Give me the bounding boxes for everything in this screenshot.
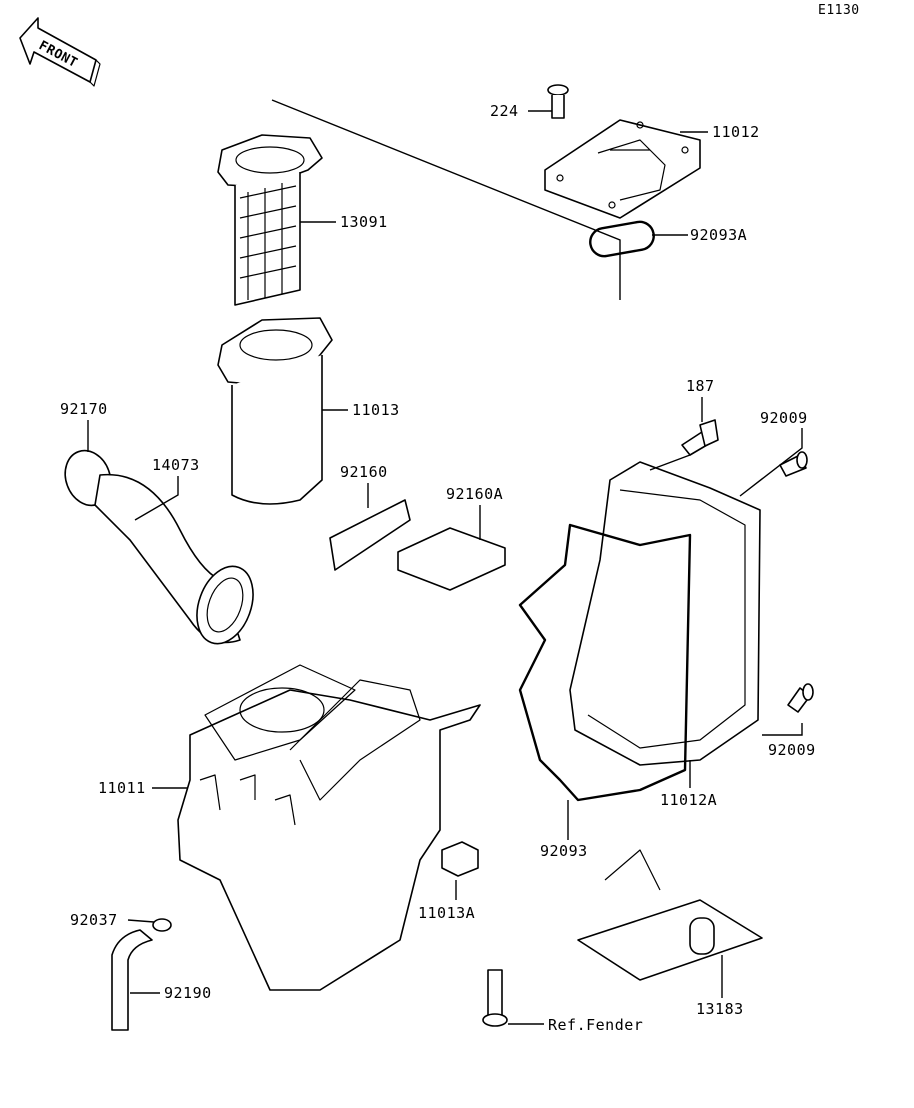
label-92009-lower: 92009 — [768, 741, 816, 759]
side-cover — [569, 461, 761, 766]
label-92009-upper: 92009 — [760, 409, 808, 427]
label-92160: 92160 — [340, 463, 388, 481]
label-11011: 11011 — [98, 779, 146, 797]
label-92037: 92037 — [70, 911, 118, 929]
label-92190: 92190 — [164, 984, 212, 1002]
fender-bolt — [482, 969, 508, 1027]
label-224: 224 — [490, 102, 519, 120]
filter-clip — [441, 841, 479, 877]
seal-ring — [589, 220, 655, 258]
front-arrow-icon: FRONT — [19, 17, 101, 87]
foam-pad-92160A — [397, 527, 506, 591]
label-13091: 13091 — [340, 213, 388, 231]
screw-92009-upper — [779, 451, 808, 477]
screw-187 — [681, 419, 719, 456]
leader-lines — [87, 99, 803, 1025]
side-cover-seal — [518, 523, 692, 802]
label-11012A: 11012A — [660, 791, 717, 809]
cap-bolt — [547, 84, 569, 119]
bottom-plate — [577, 849, 763, 981]
label-92160A: 92160A — [446, 485, 503, 503]
label-11013: 11013 — [352, 401, 400, 419]
label-92170: 92170 — [60, 400, 108, 418]
label-11013A: 11013A — [418, 904, 475, 922]
filter-holder — [217, 317, 333, 505]
airbox-body — [177, 664, 481, 991]
label-ref-fender: Ref.Fender — [548, 1016, 643, 1034]
label-187: 187 — [686, 377, 715, 395]
foam-pad-92160 — [329, 499, 411, 571]
diagram-code: E1130 — [818, 3, 860, 18]
hose-clamp — [152, 918, 172, 932]
airbox-cap — [544, 119, 701, 219]
intake-duct — [64, 449, 254, 645]
label-11012: 11012 — [712, 123, 760, 141]
air-filter-element — [217, 134, 323, 306]
label-14073: 14073 — [152, 456, 200, 474]
screw-92009-lower — [787, 683, 814, 713]
label-13183: 13183 — [696, 1000, 744, 1018]
label-92093: 92093 — [540, 842, 588, 860]
drain-hose — [111, 929, 153, 1031]
label-92093A: 92093A — [690, 226, 747, 244]
